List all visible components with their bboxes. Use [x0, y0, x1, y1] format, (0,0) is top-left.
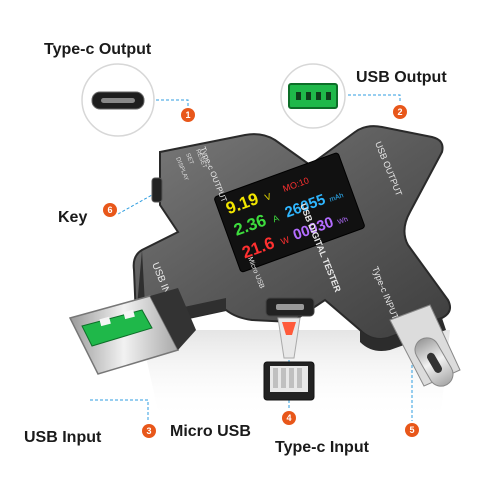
badge-4: 4: [282, 411, 296, 425]
badge-2: 2: [393, 105, 407, 119]
typec-input-plug: [389, 304, 461, 387]
badge-6: 6: [103, 203, 117, 217]
callout-usb-output: USB Output: [356, 69, 447, 86]
leader-line-usb-input: [90, 399, 149, 430]
badge-1: 1: [181, 108, 195, 122]
callout-usb-input: USB Input: [24, 429, 102, 446]
energy-unit: Wh: [337, 216, 349, 226]
usb-input-plug: [68, 288, 196, 375]
callout-key: Key: [58, 209, 88, 226]
display-screen: 9.19 V MO:10 2.36 A 26055 mAh 21.6 W 000…: [214, 152, 365, 273]
key-button: [151, 177, 163, 203]
power-unit: W: [279, 234, 291, 246]
leader-line-key: [117, 194, 153, 215]
voltage-unit: V: [263, 191, 272, 202]
badge-3: 3: [142, 424, 156, 438]
leader-line-usb-output: [348, 94, 401, 112]
micro-usb-adapter: [263, 297, 315, 401]
capacity-unit: mAh: [329, 192, 345, 204]
usb-port-closeup: [288, 83, 338, 109]
current-unit: A: [271, 213, 280, 224]
callout-micro-usb: Micro USB: [170, 423, 251, 440]
badge-5: 5: [405, 423, 419, 437]
callout-typec-output: Type-c Output: [44, 41, 152, 58]
side-label-set: SET: [184, 153, 194, 166]
callout-typec-input: Type-c Input: [275, 439, 369, 456]
